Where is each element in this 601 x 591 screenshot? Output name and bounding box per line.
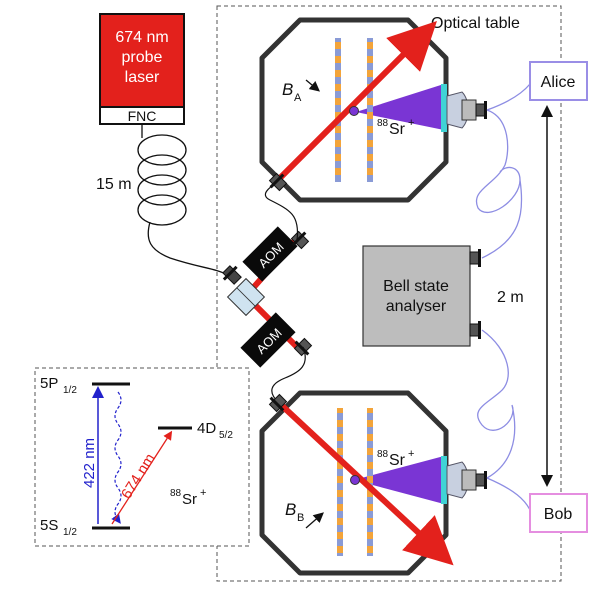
trap-top-charge: +: [408, 117, 414, 129]
d-state-label: 4D: [197, 420, 216, 437]
trap-top-field-sub: A: [294, 92, 302, 104]
aom-bottom: AOM: [240, 312, 296, 368]
trap-bottom-ion-mass: 88: [377, 449, 389, 460]
bsa-connector-bottom: [469, 321, 481, 339]
trap-top-field: B: [282, 80, 293, 99]
inset-charge: +: [200, 487, 206, 499]
s-state-sub: 1/2: [63, 527, 77, 538]
fiber-bob: [477, 329, 516, 479]
trap-bottom-charge: +: [408, 448, 414, 460]
alice-box: Alice: [529, 61, 588, 101]
trap-top-output-connector: [475, 101, 487, 119]
fnc-label: FNC: [128, 108, 157, 124]
aom-top: AOM: [242, 226, 298, 282]
bsa-label-2: analyser: [386, 298, 447, 315]
probe-laser: 674 nm probe laser FNC: [99, 13, 185, 125]
trap-bottom-field-sub: B: [297, 512, 304, 524]
bob-label: Bob: [544, 506, 573, 523]
trap-top-connector: [268, 172, 288, 192]
blue-transition-label: 422 nm: [81, 438, 98, 488]
fiber-alice: [475, 109, 523, 259]
beam-splitter: [226, 277, 266, 317]
optical-table-frame: [216, 5, 562, 582]
trap-top-ion: Sr: [389, 121, 406, 138]
bsa-label-1: Bell state: [383, 278, 449, 295]
fiber-spool: [137, 124, 229, 276]
energy-level-inset: 5P 1/2 4D 5/2 5S 1/2 422 nm 674 nm 88 Sr…: [34, 367, 250, 547]
alice-label: Alice: [541, 74, 576, 91]
trap-bottom-ion: Sr: [389, 452, 406, 469]
d-state-sub: 5/2: [219, 430, 233, 441]
fiber-alice-to-box: [486, 83, 531, 111]
bell-state-analyser: Bell state analyser: [362, 245, 471, 347]
laser-label-2: probe: [122, 49, 163, 66]
s-state-label: 5S: [40, 517, 58, 534]
fiber-connector-bs: [222, 265, 242, 285]
trap-top: B A 88 Sr +: [259, 17, 477, 203]
p-state-label: 5P: [40, 375, 58, 392]
laser-label-3: laser: [125, 69, 160, 86]
laser-label-1: 674 nm: [115, 29, 168, 46]
trap-bottom: B B 88 Sr +: [259, 390, 477, 576]
inset-ion-mass: 88: [170, 488, 182, 499]
fiber-aom-top: [264, 181, 299, 241]
inset-ion: Sr: [182, 491, 197, 508]
distance-label: 2 m: [497, 289, 524, 306]
fiber-aom-bottom: [271, 346, 306, 403]
bsa-connector-top: [469, 249, 481, 267]
optical-table-label: Optical table: [431, 15, 520, 32]
trap-bottom-connector: [268, 393, 288, 413]
trap-top-ion-mass: 88: [377, 118, 389, 129]
trap-bottom-output-connector: [475, 471, 487, 489]
aom-top-connector: [290, 230, 310, 250]
fiber-length-label: 15 m: [96, 176, 132, 193]
bob-box: Bob: [529, 493, 588, 533]
fiber-bob-to-box: [486, 477, 531, 511]
trap-bottom-field: B: [285, 500, 296, 519]
p-state-sub: 1/2: [63, 385, 77, 396]
